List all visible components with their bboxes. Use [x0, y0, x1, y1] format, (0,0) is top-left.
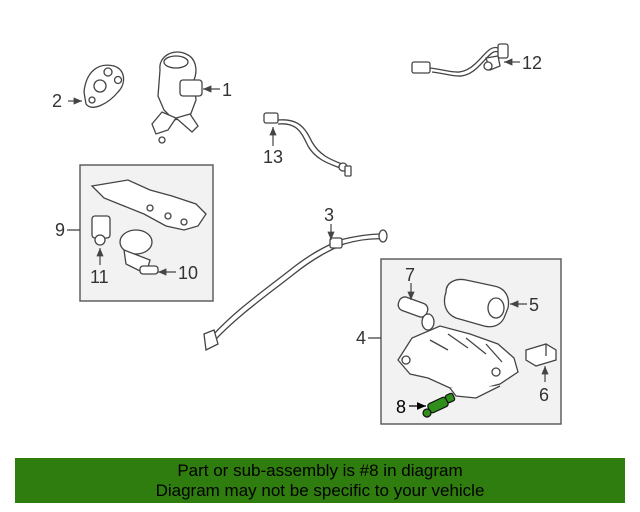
- callout-11: 11: [90, 267, 109, 287]
- callout-5: 5: [529, 295, 539, 315]
- part-6-connector: [525, 343, 557, 367]
- parts-diagram: 2 1 12 13 9: [52, 43, 562, 425]
- callout-4: 4: [356, 328, 366, 348]
- part-11-solenoid: [91, 215, 111, 246]
- part-12-sensor-cable: [411, 43, 509, 77]
- callout-2: 2: [52, 91, 62, 111]
- banner-line-2: Diagram may not be specific to your vehi…: [155, 481, 485, 500]
- callout-6: 6: [539, 385, 549, 405]
- callout-1: 1: [222, 80, 232, 100]
- part-13-sensor-cable: [263, 112, 352, 177]
- part-2-gasket: [83, 64, 125, 108]
- part-8-valve-highlighted: [422, 392, 456, 418]
- info-banner: Part or sub-assembly is #8 in diagram Di…: [15, 458, 625, 503]
- callout-3: 3: [324, 205, 334, 225]
- callout-7: 7: [405, 265, 415, 285]
- part-10-vacuum-valve: [119, 229, 159, 275]
- callout-9: 9: [55, 220, 65, 240]
- part-9-bracket: [90, 179, 207, 231]
- callout-10: 10: [178, 263, 198, 283]
- callout-8: 8: [396, 397, 406, 417]
- banner-line-1: Part or sub-assembly is #8 in diagram: [177, 461, 463, 480]
- part-1-egr-valve: [151, 51, 203, 144]
- part-4-bracket-assembly: [397, 325, 519, 399]
- callout-12: 12: [522, 53, 542, 73]
- part-7-filter: [397, 296, 435, 331]
- part-3-hose: [203, 229, 388, 351]
- callout-13: 13: [263, 147, 283, 167]
- part-5-canister: [443, 278, 510, 328]
